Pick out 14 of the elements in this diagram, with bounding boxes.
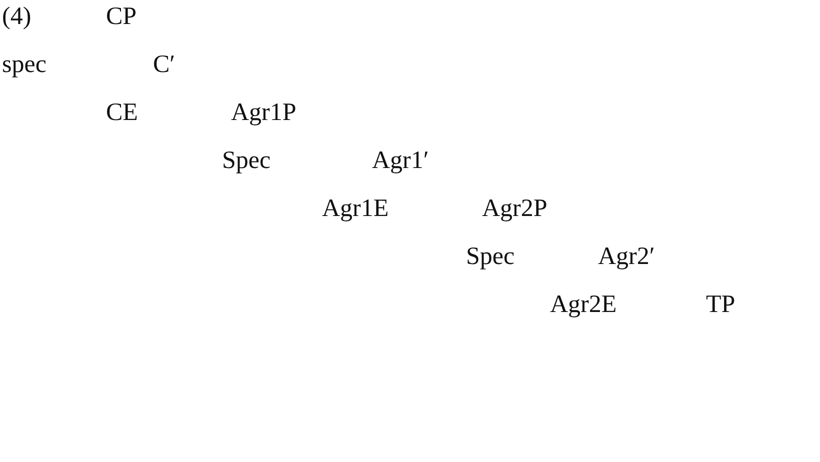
tree-label: TP [706, 290, 736, 320]
example-number: (4) [2, 2, 32, 32]
tree-label: Spec [466, 242, 515, 272]
tree-label: Agr2P [482, 194, 548, 224]
tree-label: Agr2′ [598, 242, 655, 272]
tree-label: Agr2E [550, 290, 617, 320]
tree-label: Spec [222, 146, 271, 176]
tree-label: Agr1E [322, 194, 389, 224]
tree-label: C′ [153, 50, 176, 80]
tree-label: CE [106, 98, 138, 128]
tree-label: Agr1′ [372, 146, 429, 176]
tree-label: CP [106, 2, 137, 32]
tree-label: spec [2, 50, 46, 80]
tree-label: Agr1P [231, 98, 296, 128]
